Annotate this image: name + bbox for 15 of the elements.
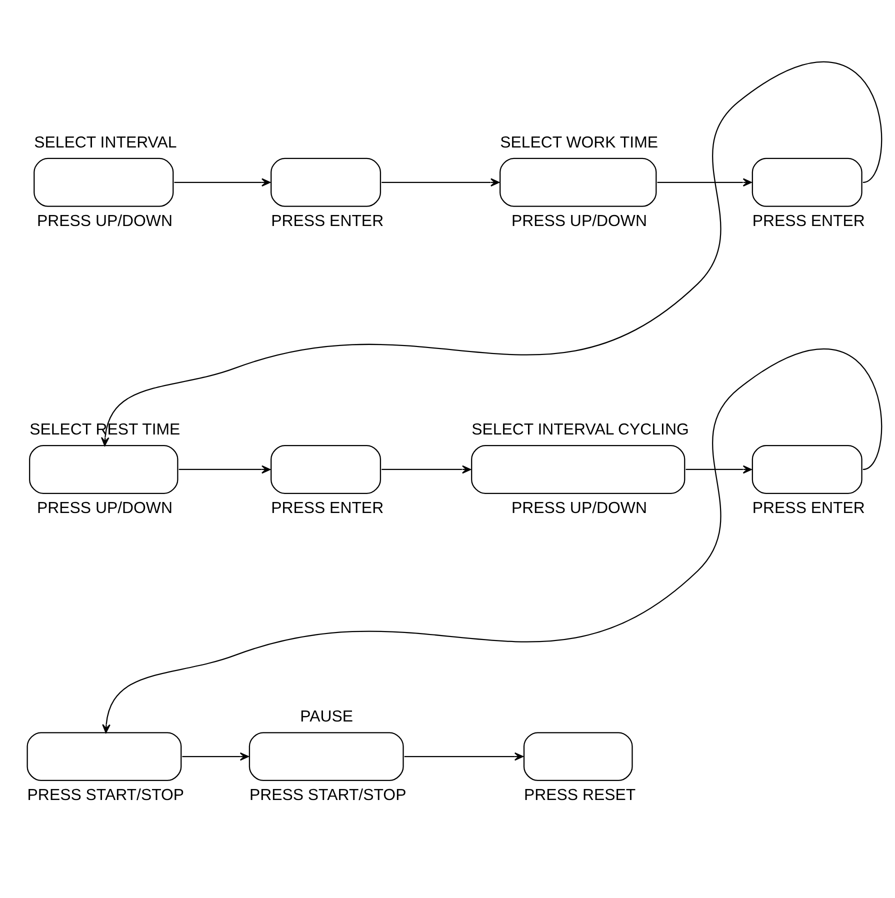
node-label: PRESS ENTER: [271, 212, 384, 230]
node-label: PRESS START/STOP: [27, 786, 184, 804]
node-label: SELECT WORK TIME: [500, 134, 658, 151]
node-label: PRESS UP/DOWN: [36, 499, 172, 516]
node-label: PRESS ENTER: [752, 212, 865, 230]
node-label: SELECT INTERVAL CYCLING: [472, 420, 689, 438]
node-label: SELECT INTERVAL: [34, 134, 177, 151]
node-label: PRESS UP/DOWN: [36, 212, 172, 230]
node-label: PRESS START/STOP: [249, 786, 406, 804]
node-label: PRESS RESET: [524, 786, 636, 804]
node-label: PRESS UP/DOWN: [511, 499, 647, 516]
node-label: PAUSE: [300, 708, 354, 725]
node-label: PRESS UP/DOWN: [511, 212, 647, 230]
node-label: PRESS ENTER: [752, 499, 865, 516]
node-label: PRESS ENTER: [271, 499, 384, 516]
